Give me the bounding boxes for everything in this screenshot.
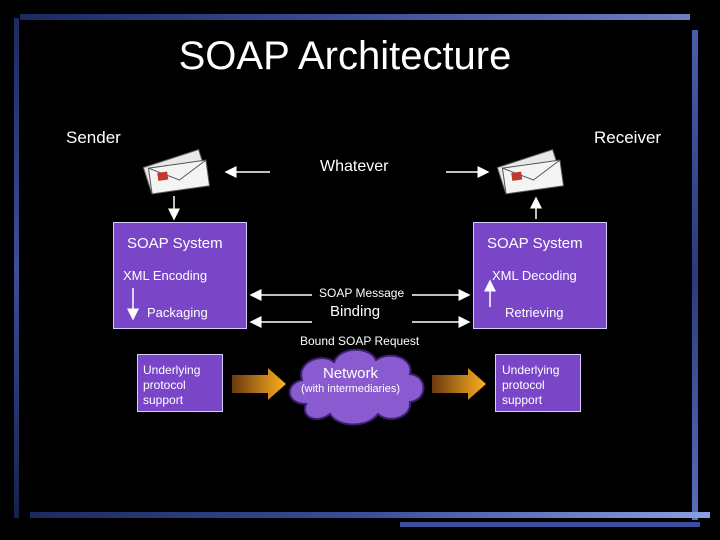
sender-network-arrow: [232, 368, 286, 400]
receiver-label: Receiver: [594, 128, 662, 147]
network-receiver-arrow: [432, 368, 486, 400]
receiver-box-title: SOAP System: [487, 235, 583, 252]
sender-box-title: SOAP System: [127, 235, 223, 252]
bottom-frame-bar: [30, 512, 710, 518]
receiver-soap-system-box: SOAP System XML Decoding Retrieving: [473, 222, 607, 329]
receiver-protocol-label: Underlying protocol support: [502, 363, 560, 407]
sender-packaging: Packaging: [147, 305, 208, 320]
receiver-retrieving: Retrieving: [505, 305, 564, 320]
slide-title: SOAP Architecture: [178, 34, 512, 78]
left-frame-bar: [14, 18, 19, 518]
soap-message-label: SOAP Message: [319, 286, 405, 300]
sender-xml-encoding: XML Encoding: [123, 268, 208, 283]
whatever-label: Whatever: [320, 158, 389, 175]
network-label: Network: [323, 365, 379, 382]
receiver-xml-decoding: XML Decoding: [492, 268, 577, 283]
network-cloud-icon: [288, 348, 425, 426]
sender-protocol-box: Underlying protocol support: [137, 354, 223, 412]
sender-label: Sender: [66, 128, 121, 147]
receiver-protocol-box: Underlying protocol support: [495, 354, 581, 412]
bottom-frame-bar-2: [400, 522, 700, 527]
network-sublabel: (with intermediaries): [301, 383, 401, 395]
right-frame-bar: [692, 30, 698, 520]
sender-envelope-icon: [142, 149, 211, 195]
receiver-envelope-icon: [496, 149, 565, 195]
bound-soap-request-label: Bound SOAP Request: [300, 334, 420, 348]
sender-protocol-label: Underlying protocol support: [143, 363, 201, 407]
binding-label: Binding: [330, 303, 381, 320]
sender-soap-system-box: SOAP System XML Encoding Packaging: [113, 222, 247, 329]
top-frame-bar: [20, 14, 690, 20]
